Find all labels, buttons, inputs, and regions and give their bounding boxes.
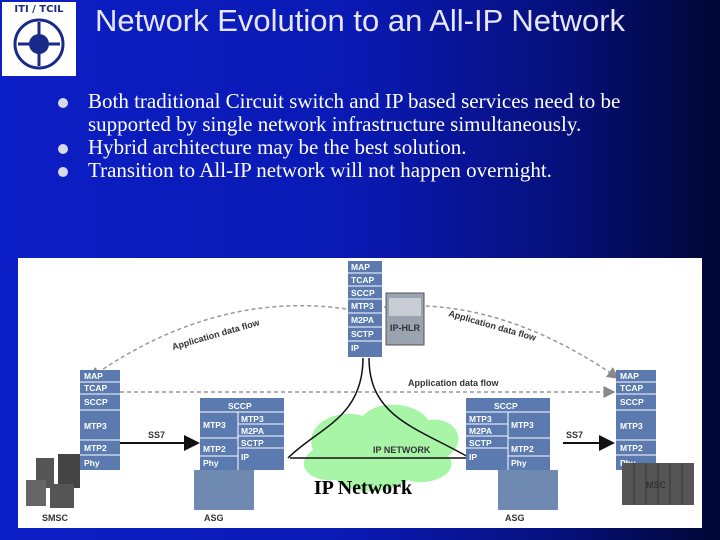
stack-layer: SCCP xyxy=(228,401,252,411)
bullet-list: Both traditional Circuit switch and IP b… xyxy=(58,90,698,182)
stack-layer: Phy xyxy=(203,458,219,468)
stack-layer: MTP2 xyxy=(620,443,643,453)
stack-layer: MAP xyxy=(351,262,370,272)
stack-layer: M2PA xyxy=(241,426,264,436)
bullet-item: Transition to All-IP network will not ha… xyxy=(58,159,698,182)
stack-layer: SCTP xyxy=(351,329,374,339)
smsc-label: SMSC xyxy=(42,513,69,523)
cloud-label: IP NETWORK xyxy=(373,445,431,455)
logo-text: ITI / TCIL xyxy=(14,4,64,15)
link-top-left xyxy=(287,357,364,459)
flow-label-left: Application data flow xyxy=(171,317,262,352)
stack-layer: MAP xyxy=(620,371,639,381)
ip-hlr-label: IP-HLR xyxy=(390,323,420,333)
stack-layer: MTP3 xyxy=(203,420,226,430)
asg-right-cabinet xyxy=(498,470,558,510)
stack-layer: MTP3 xyxy=(469,414,492,424)
asg-left-stack: SCCP MTP3 MTP2 Phy MTP3 M2PA SCTP IP xyxy=(200,398,284,470)
slide-title: Network Evolution to an All-IP Network xyxy=(94,3,626,38)
asg-right-stack: SCCP MTP3 M2PA SCTP IP MTP3 MTP2 Phy xyxy=(466,398,550,470)
asg-right-label: ASG xyxy=(505,513,525,523)
bullet-item: Both traditional Circuit switch and IP b… xyxy=(58,90,698,136)
stack-layer: TCAP xyxy=(351,275,374,285)
msc-label: MSC xyxy=(646,480,667,490)
ss7-label-left: SS7 xyxy=(148,430,165,440)
stack-layer: SCCP xyxy=(351,288,375,298)
stack-layer: IP xyxy=(241,452,249,462)
ip-network-label: IP Network xyxy=(314,477,413,499)
tcil-logo: ITI / TCIL xyxy=(2,2,76,76)
stack-layer: SCCP xyxy=(620,397,644,407)
stack-layer: SCTP xyxy=(241,438,264,448)
bullet-text: Hybrid architecture may be the best solu… xyxy=(88,135,467,159)
top-protocol-stack: MAP TCAP SCCP MTP3 M2PA SCTP IP xyxy=(348,261,382,357)
flow-label-right: Application data flow xyxy=(447,308,538,343)
stack-layer: Phy xyxy=(511,458,527,468)
stack-layer: M2PA xyxy=(469,426,492,436)
stack-layer: SCCP xyxy=(84,397,108,407)
stack-layer: MTP3 xyxy=(84,421,107,431)
stack-layer: IP xyxy=(469,452,477,462)
right-protocol-stack: MAP TCAP SCCP MTP3 MTP2 Phy xyxy=(616,370,656,470)
flow-arrow-left xyxy=(88,304,354,379)
stack-layer: MAP xyxy=(84,371,103,381)
stack-layer: MTP2 xyxy=(84,443,107,453)
flow-label-middle: Application data flow xyxy=(408,378,500,388)
stack-layer: MTP2 xyxy=(203,444,226,454)
smsc-servers xyxy=(26,454,80,508)
left-protocol-stack: MAP TCAP SCCP MTP3 MTP2 Phy xyxy=(80,370,120,470)
asg-left-cabinet xyxy=(194,470,254,510)
stack-layer: Phy xyxy=(84,458,100,468)
flow-arrow-right xyxy=(362,304,620,379)
bullet-icon xyxy=(58,144,68,154)
msc-switch: MSC xyxy=(622,463,694,505)
logo-mark xyxy=(13,18,65,70)
bullet-icon xyxy=(58,167,68,177)
stack-layer: TCAP xyxy=(84,383,107,393)
stack-layer: MTP3 xyxy=(241,414,264,424)
stack-layer: SCCP xyxy=(494,401,518,411)
asg-left-label: ASG xyxy=(204,513,224,523)
bullet-icon xyxy=(58,98,68,108)
stack-layer: MTP3 xyxy=(620,421,643,431)
stack-layer: SCTP xyxy=(469,438,492,448)
stack-layer: MTP3 xyxy=(511,420,534,430)
ss7-label-right: SS7 xyxy=(566,430,583,440)
link-top-right xyxy=(368,357,471,459)
bullet-item: Hybrid architecture may be the best solu… xyxy=(58,136,698,159)
bullet-text: Transition to All-IP network will not ha… xyxy=(88,158,552,182)
stack-layer: MTP2 xyxy=(511,444,534,454)
stack-layer: MTP3 xyxy=(351,301,374,311)
stack-layer: M2PA xyxy=(351,315,374,325)
stack-layer: IP xyxy=(351,343,359,353)
network-diagram: Application data flow Application data f… xyxy=(18,258,702,528)
ip-hlr-server: IP-HLR xyxy=(385,292,425,346)
stack-layer: TCAP xyxy=(620,383,643,393)
ip-network-cloud xyxy=(303,404,459,492)
bullet-text: Both traditional Circuit switch and IP b… xyxy=(88,89,621,136)
